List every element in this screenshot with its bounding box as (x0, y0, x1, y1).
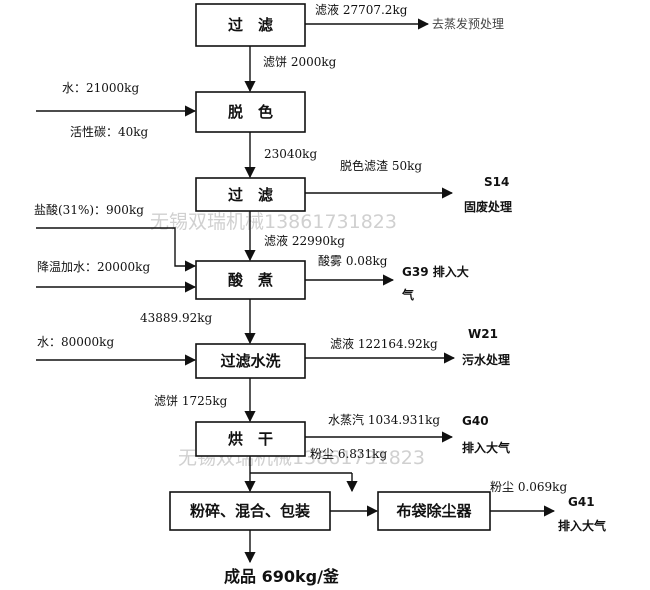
label-g40-desc: 排入大气 (462, 440, 510, 455)
label-g41-desc: 排入大气 (558, 518, 606, 533)
label-cake1: 滤饼 2000kg (263, 55, 337, 69)
box-filter1: 过 滤 (195, 3, 306, 47)
label-filtrate2: 滤液 22990kg (264, 233, 345, 248)
label-g39-cont: 气 (401, 287, 414, 302)
label-carbon: 活性碳：40kg (70, 125, 149, 139)
label-w21-desc: 污水处理 (462, 352, 510, 367)
label-g40: G40 (462, 414, 489, 428)
label-water2: 水：80000kg (37, 335, 114, 349)
box-bag-dust: 布袋除尘器 (377, 491, 491, 531)
label-cake2: 滤饼 1725kg (154, 394, 228, 408)
box-acid-boil-label: 酸 煮 (228, 271, 273, 289)
box-acid-boil: 酸 煮 (195, 260, 306, 300)
label-flow1: 23040kg (264, 147, 317, 161)
label-g39: G39 排入大 (402, 264, 469, 279)
box-decolor-label: 脱 色 (228, 103, 273, 121)
label-s14: S14 (484, 175, 509, 189)
box-crush-mix-pack-label: 粉碎、混合、包装 (190, 502, 311, 520)
label-hcl: 盐酸(31%)：900kg (34, 202, 144, 217)
label-flow2: 43889.92kg (140, 311, 213, 325)
label-evap: 去蒸发预处理 (432, 16, 504, 31)
watermark-1: 无锡双瑞机械13861731823 (150, 211, 397, 233)
label-residue: 脱色滤渣 50kg (340, 158, 422, 173)
label-filtrate3: 滤液 122164.92kg (330, 336, 438, 351)
box-bag-dust-label: 布袋除尘器 (396, 502, 472, 520)
box-dry: 烘 干 (195, 421, 306, 457)
label-product: 成品 690kg/釜 (224, 567, 340, 586)
label-w21: W21 (468, 327, 498, 341)
box-filter2: 过 滤 (195, 177, 306, 212)
arrow-hcl-in (36, 227, 197, 272)
box-filter-wash-label: 过滤水洗 (220, 352, 280, 370)
box-filter2-label: 过 滤 (228, 186, 273, 204)
label-s14-desc: 固废处理 (464, 199, 512, 214)
box-decolor: 脱 色 (195, 91, 306, 133)
label-acid-mist: 酸雾 0.08kg (318, 253, 388, 268)
box-filter-wash: 过滤水洗 (195, 343, 306, 379)
box-dry-label: 烘 干 (228, 430, 273, 448)
box-filter1-label: 过 滤 (228, 16, 273, 34)
label-steam: 水蒸汽 1034.931kg (328, 412, 440, 427)
label-filtrate1: 滤液 27707.2kg (315, 2, 408, 17)
box-crush-mix-pack: 粉碎、混合、包装 (169, 491, 331, 531)
label-dust1: 粉尘 6.831kg (310, 447, 387, 461)
label-cool-water: 降温加水：20000kg (37, 260, 150, 274)
label-dust2: 粉尘 0.069kg (490, 480, 567, 494)
label-water1: 水：21000kg (62, 81, 139, 95)
label-g41: G41 (568, 495, 595, 509)
